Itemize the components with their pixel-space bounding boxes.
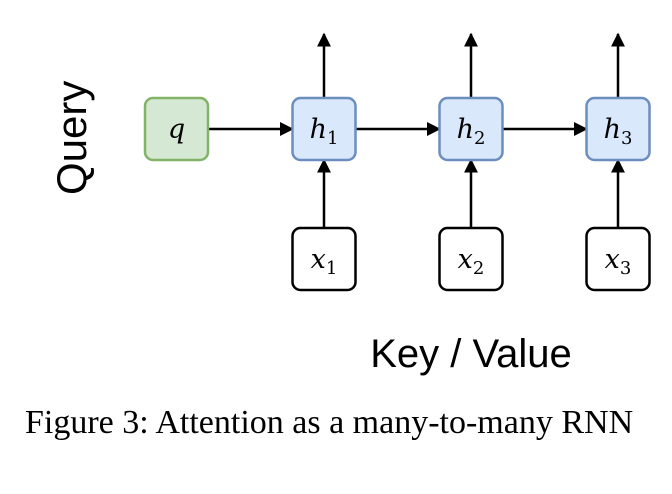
hidden-node-3: h3 bbox=[585, 96, 651, 162]
input-node-1: x1 bbox=[291, 226, 357, 292]
input-node-3-label: x3 bbox=[605, 244, 632, 279]
query-node-label: q bbox=[168, 114, 185, 145]
input-nodes-group: x1 x2 x3 bbox=[291, 226, 651, 292]
hidden-node-2: h2 bbox=[438, 96, 504, 162]
input-node-3: x3 bbox=[585, 226, 651, 292]
query-node: q bbox=[143, 96, 210, 162]
figure-caption: Figure 3: Attention as a many-to-many RN… bbox=[25, 404, 634, 441]
key-value-axis-label: Key / Value bbox=[370, 332, 572, 376]
input-node-2: x2 bbox=[438, 226, 504, 292]
hidden-node-1: h1 bbox=[291, 96, 357, 162]
hidden-node-1-label: h1 bbox=[310, 114, 339, 149]
attention-rnn-diagram: Query q h1 h2 h3 x1 x2 x3 Key / Value bbox=[48, 32, 651, 376]
arrows-group bbox=[208, 32, 625, 228]
query-axis-label: Query bbox=[48, 81, 95, 195]
hidden-nodes-group: h1 h2 h3 bbox=[291, 96, 651, 162]
